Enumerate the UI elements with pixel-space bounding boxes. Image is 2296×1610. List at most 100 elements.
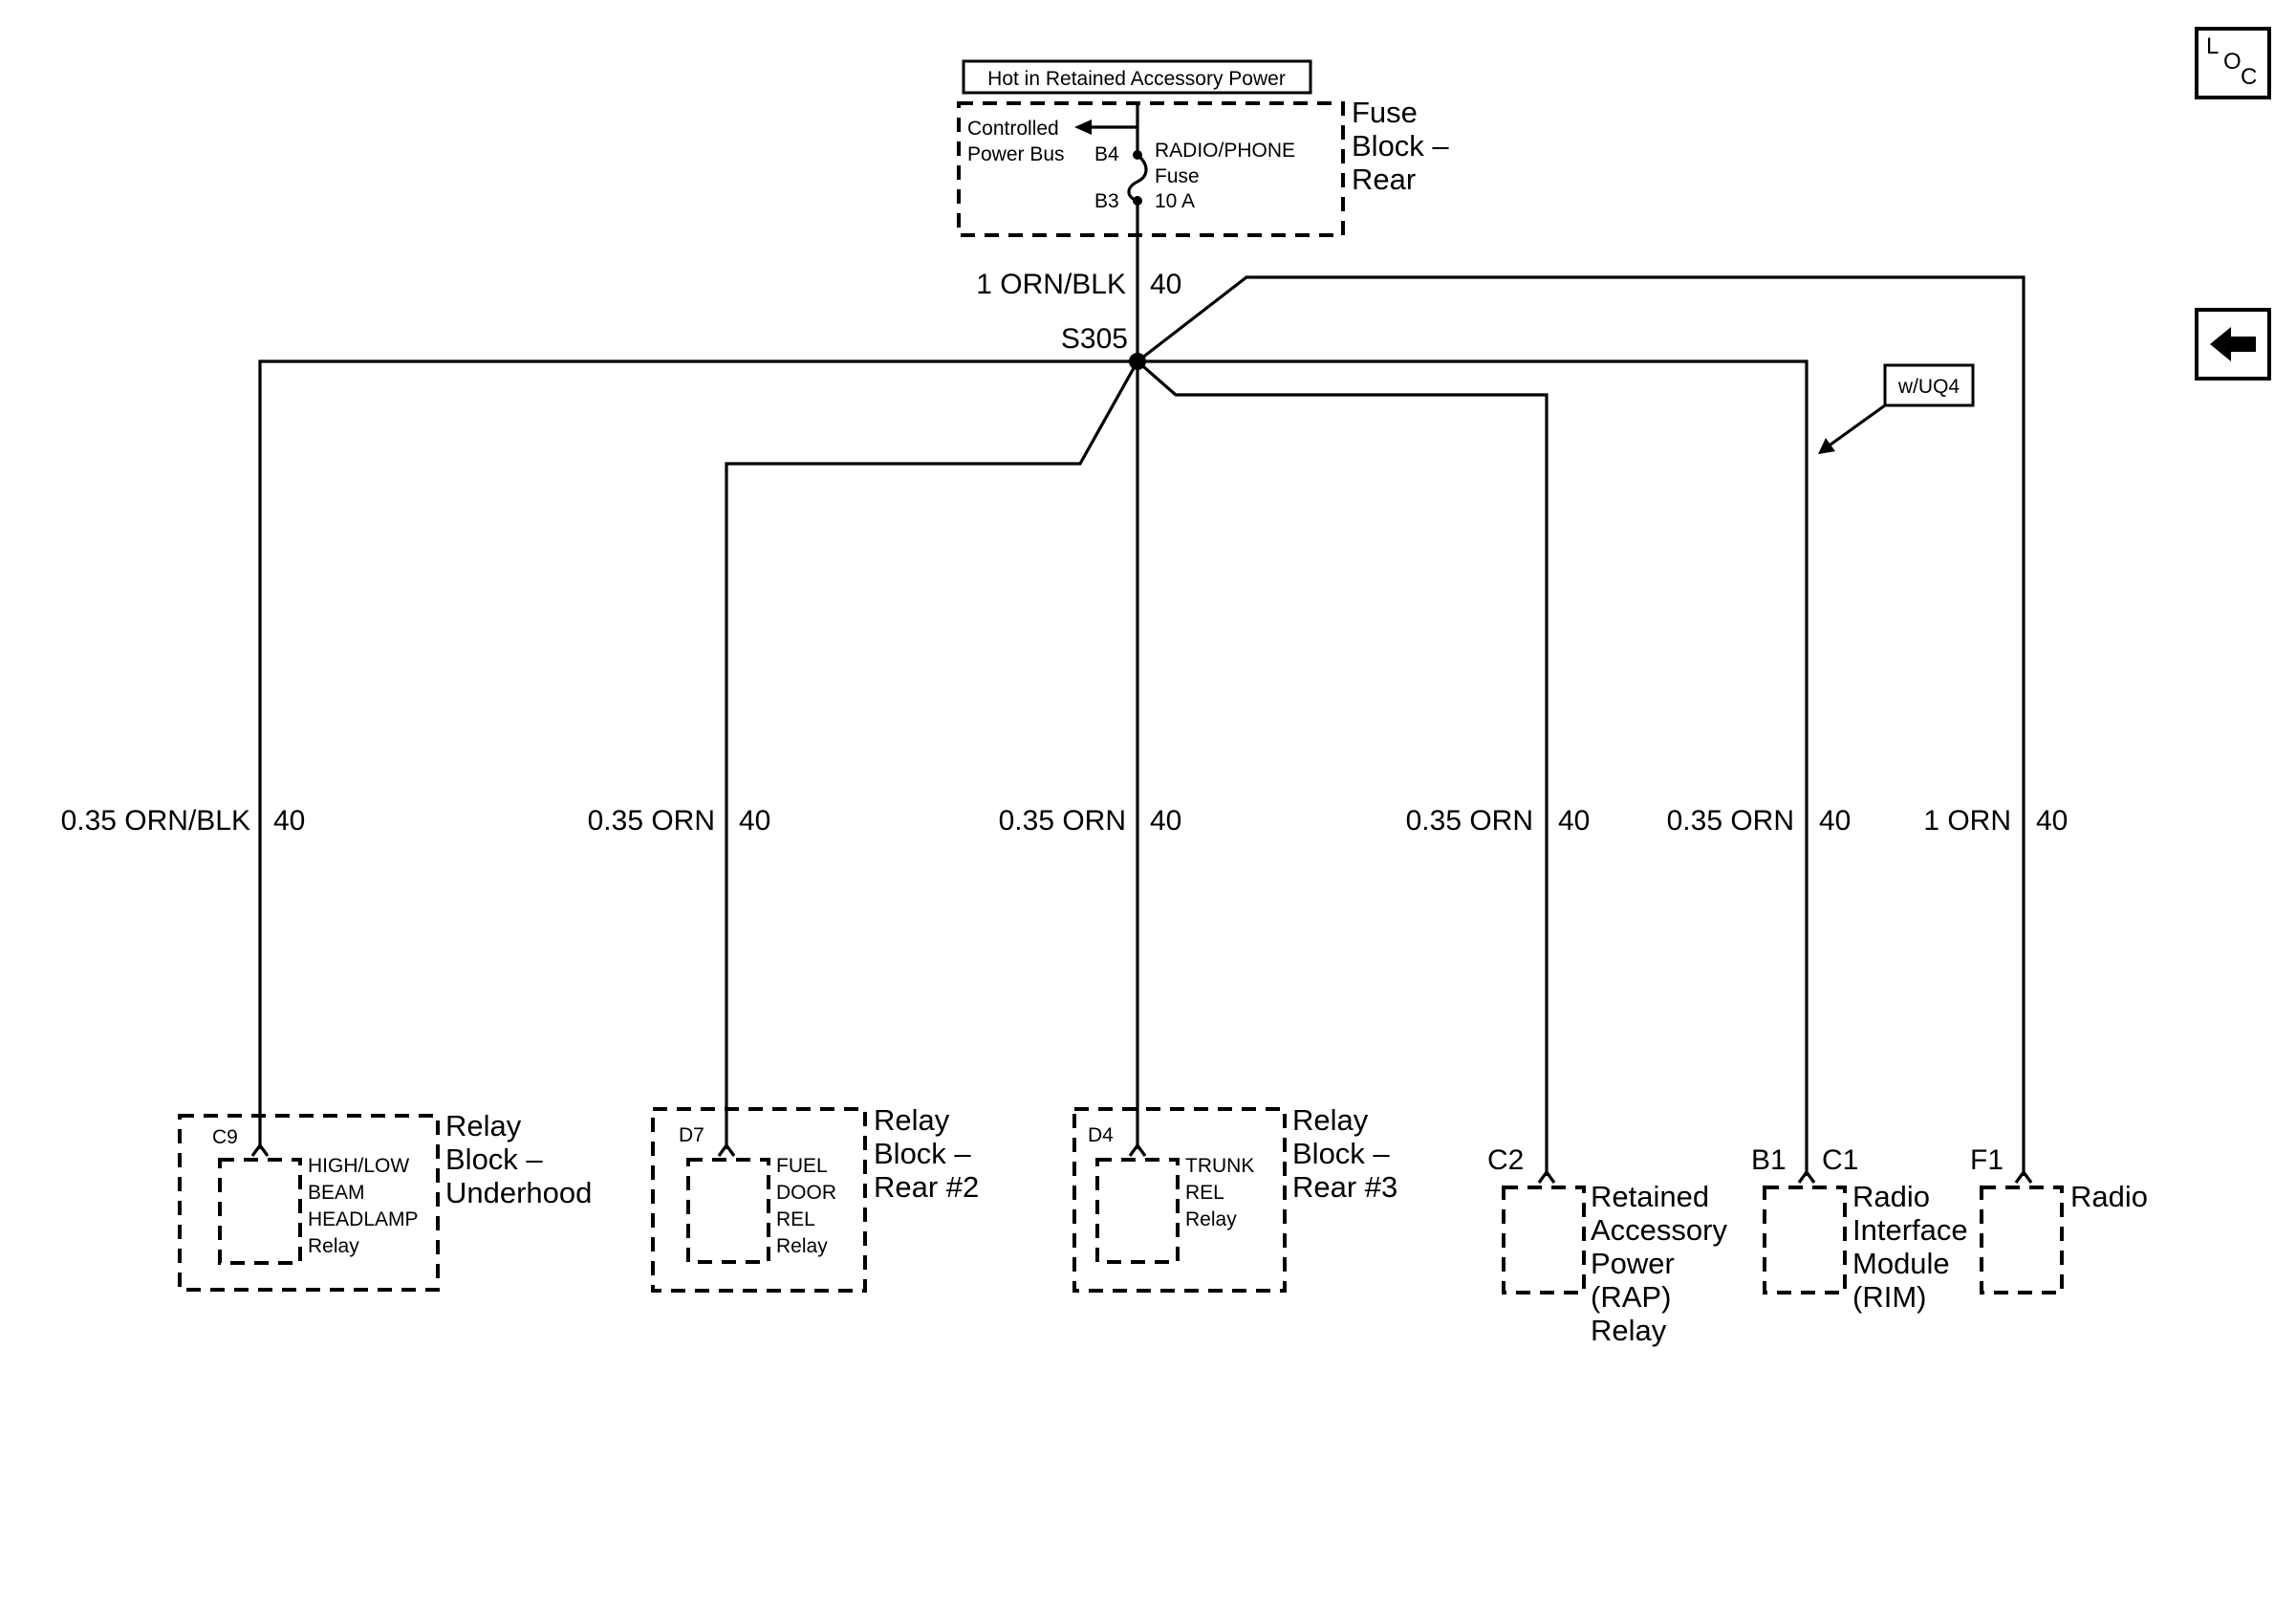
fuel-door-relay-label-3: REL — [776, 1208, 815, 1230]
power-mode-box — [962, 59, 1312, 95]
radio-name: Radio — [2070, 1180, 2148, 1213]
fuel-door-relay-outline — [686, 1158, 770, 1264]
option-label: w/UQ4 — [1897, 376, 1960, 398]
connector-d7-terminal-icon — [717, 1142, 736, 1157]
pin-b1: B1 — [1751, 1144, 1787, 1176]
fuse-element-icon — [1127, 153, 1148, 203]
rim-name-2: Interface — [1852, 1213, 1968, 1247]
relay-block-rear-2-name-1: Relay — [874, 1103, 950, 1137]
pin-c9: C9 — [212, 1126, 238, 1148]
relay-block-underhood-name-1: Relay — [445, 1109, 522, 1142]
rap-relay-name-3: Power — [1591, 1247, 1675, 1280]
relay-block-underhood-name-2: Block – — [445, 1142, 543, 1176]
rim-name-4: (RIM) — [1852, 1280, 1926, 1314]
relay-block-underhood-outline — [178, 1114, 440, 1292]
loc-letter-o: O — [2223, 49, 2242, 75]
bus-arrow-head — [1074, 120, 1092, 135]
splice-label: S305 — [1061, 323, 1128, 355]
branch-d7-wire-label: 0.35 ORN — [588, 805, 715, 837]
branch-f1-wire-label: 1 ORN — [1923, 805, 2011, 837]
bus-label-2: Power Bus — [967, 143, 1065, 165]
branch-b1-wire-label: 0.35 ORN — [1667, 805, 1794, 837]
branch-b1-circuit-label: 40 — [1819, 805, 1851, 837]
rap-relay: C2 Retained Accessory Power (RAP) Relay — [1487, 1144, 1727, 1347]
option-box — [1883, 363, 1975, 407]
fuel-door-relay-label-1: FUEL — [776, 1155, 828, 1177]
connector-c2-terminal-icon — [1537, 1169, 1556, 1184]
loc-button[interactable]: L O C — [2195, 27, 2271, 99]
wire-branch-d7 — [725, 360, 1139, 1149]
relay-block-underhood: C9 HIGH/LOW BEAM HEADLAMP Relay Relay Bl… — [178, 1109, 592, 1292]
rim-name-1: Radio — [1852, 1180, 1930, 1213]
option-arrow-line — [1830, 403, 1886, 446]
rap-relay-name-2: Accessory — [1591, 1213, 1727, 1247]
branch-c2-wire-label: 0.35 ORN — [1406, 805, 1533, 837]
wire-branch-b1 — [1137, 359, 1809, 1176]
trunk-rel-relay-label-2: REL — [1185, 1182, 1224, 1204]
headlamp-relay-label-2: BEAM — [308, 1182, 365, 1204]
pin-f1: F1 — [1970, 1144, 2004, 1176]
headlamp-relay-label-3: HEADLAMP — [308, 1208, 419, 1230]
fuse-rating: 10 A — [1155, 190, 1195, 212]
fuse-pin-in: B4 — [1094, 143, 1119, 165]
rap-relay-name-5: Relay — [1591, 1314, 1667, 1347]
fuse-block-name-1: Fuse — [1352, 96, 1418, 129]
wire-branch-c9 — [258, 359, 1137, 1149]
fuse-name-1: RADIO/PHONE — [1155, 140, 1295, 162]
pin-c1: C1 — [1822, 1144, 1858, 1176]
fuel-door-relay-label-2: DOOR — [776, 1182, 836, 1204]
headlamp-relay-label-1: HIGH/LOW — [308, 1155, 409, 1177]
rap-relay-name-4: (RAP) — [1591, 1280, 1671, 1314]
branch-c9-circuit-label: 40 — [273, 805, 305, 837]
bus-label-1: Controlled — [967, 118, 1059, 140]
relay-block-rear-3-name-3: Rear #3 — [1292, 1170, 1397, 1204]
trunk-rel-relay-label-1: TRUNK — [1185, 1155, 1254, 1177]
pin-d4: D4 — [1088, 1124, 1114, 1146]
connector-d4-terminal-icon — [1128, 1142, 1147, 1157]
branch-f1-circuit-label: 40 — [2036, 805, 2068, 837]
rap-relay-outline — [1502, 1186, 1586, 1295]
trunk-rel-relay-label-3: Relay — [1185, 1208, 1237, 1230]
back-button[interactable] — [2195, 308, 2271, 381]
power-mode-label: Hot in Retained Accessory Power — [962, 59, 1312, 95]
relay-block-rear-2-outline — [651, 1107, 867, 1293]
main-feed-wire-label: 1 ORN/BLK — [976, 269, 1126, 300]
arrow-left-icon — [2210, 327, 2256, 361]
pin-c2: C2 — [1487, 1144, 1524, 1176]
option-arrow-head — [1818, 438, 1835, 454]
relay-block-rear-3: D4 TRUNK REL Relay Relay Block – Rear #3 — [1072, 1103, 1397, 1293]
branch-d4-wire-label: 0.35 ORN — [999, 805, 1126, 837]
pin-d7: D7 — [679, 1124, 704, 1146]
headlamp-relay-label-4: Relay — [308, 1235, 359, 1257]
main-feed-circuit-label: 40 — [1150, 269, 1181, 300]
radio-interface-module: B1 C1 Radio Interface Module (RIM) — [1751, 1144, 1968, 1314]
headlamp-relay-outline — [218, 1158, 302, 1265]
relay-block-rear-2-name-2: Block – — [874, 1137, 971, 1170]
option-callout: w/UQ4 — [1818, 363, 1975, 454]
branch-d4-circuit-label: 40 — [1150, 805, 1181, 837]
radio-outline — [1980, 1186, 2064, 1295]
branch-c9-wire-label: 0.35 ORN/BLK — [61, 805, 250, 837]
rim-name-3: Module — [1852, 1247, 1950, 1280]
relay-block-rear-3-name-2: Block – — [1292, 1137, 1390, 1170]
fuse-block-outline — [957, 101, 1345, 237]
wire-branch-c2 — [1136, 359, 1549, 1176]
connector-f1-terminal-icon — [2014, 1169, 2033, 1184]
wire-branch-f1 — [1137, 275, 2025, 1176]
loc-letter-c: C — [2241, 64, 2257, 90]
fuse-block-rear: Fuse Block – Rear Controlled Power Bus B… — [957, 96, 1449, 237]
fuse-pin-out: B3 — [1094, 190, 1119, 212]
rim-outline — [1763, 1186, 1847, 1295]
loc-letter-l: L — [2206, 33, 2219, 59]
branch-labels: 0.35 ORN/BLK 40 0.35 ORN 40 0.35 ORN 40 … — [61, 805, 2069, 837]
fuse-name-2: Fuse — [1155, 165, 1200, 187]
fuse-block-name-2: Block – — [1352, 129, 1449, 163]
branch-d7-circuit-label: 40 — [739, 805, 770, 837]
rap-relay-name-1: Retained — [1591, 1180, 1709, 1213]
fuse-block-name-3: Rear — [1352, 163, 1416, 196]
relay-block-rear-2: D7 FUEL DOOR REL Relay Relay Block – Rea… — [651, 1103, 979, 1293]
connector-c9-terminal-icon — [250, 1142, 270, 1157]
connector-b1-terminal-icon — [1797, 1169, 1816, 1184]
power-mode-text: Hot in Retained Accessory Power — [987, 68, 1286, 90]
